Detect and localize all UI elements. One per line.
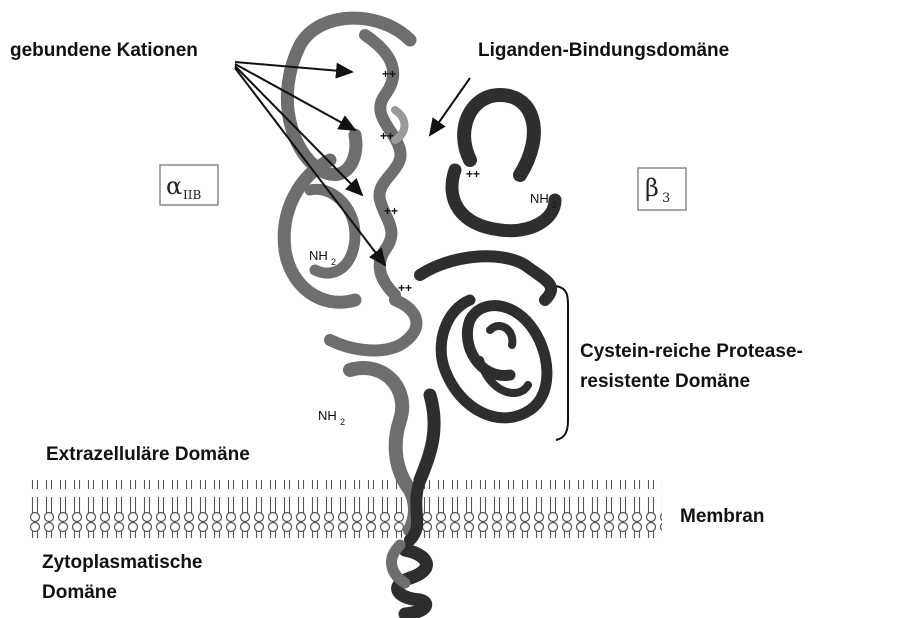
nh-sub: 2 bbox=[552, 200, 557, 210]
beta-subunit-ribbon bbox=[410, 95, 555, 540]
membrane-bilayer bbox=[30, 480, 662, 538]
alpha-subscript: IIB bbox=[183, 188, 201, 202]
nh2-lower: NH 2 bbox=[318, 408, 345, 427]
cysteine-bracket bbox=[556, 286, 568, 440]
label-membrane: Membran bbox=[680, 506, 764, 527]
label-ligand-domain: Liganden-Bindungsdomäne bbox=[478, 40, 729, 61]
beta-subunit-box: β 3 bbox=[638, 168, 686, 210]
label-cytoplasmic-line2: Domäne bbox=[42, 582, 117, 603]
cation-mark: ++ bbox=[384, 204, 398, 218]
label-bound-cations: gebundene Kationen bbox=[10, 40, 198, 61]
label-cysteine-line1: Cystein-reiche Protease- bbox=[580, 341, 803, 362]
alpha-subunit-ribbon bbox=[284, 18, 416, 530]
cation-mark: ++ bbox=[380, 129, 394, 143]
alpha-symbol: α bbox=[166, 172, 182, 200]
beta-subscript: 3 bbox=[662, 191, 670, 206]
nh-text: NH bbox=[318, 408, 337, 423]
cation-mark: ++ bbox=[398, 281, 412, 295]
nh-sub: 2 bbox=[340, 417, 345, 427]
label-extracellular: Extrazelluläre Domäne bbox=[46, 444, 250, 465]
label-cytoplasmic-line1: Zytoplasmatische bbox=[42, 552, 203, 573]
nh-text: NH bbox=[309, 248, 328, 263]
nh-sub: 2 bbox=[331, 257, 336, 267]
cytoplasmic-tails bbox=[392, 545, 427, 614]
nh2-alpha: NH 2 bbox=[309, 248, 336, 267]
cation-mark: ++ bbox=[382, 67, 396, 81]
nh-text: NH bbox=[530, 191, 549, 206]
label-cysteine-line2: resistente Domäne bbox=[580, 371, 750, 392]
alpha-subunit-box: α IIB bbox=[160, 165, 218, 205]
cation-mark: ++ bbox=[466, 167, 480, 181]
beta-symbol: β bbox=[645, 174, 659, 202]
